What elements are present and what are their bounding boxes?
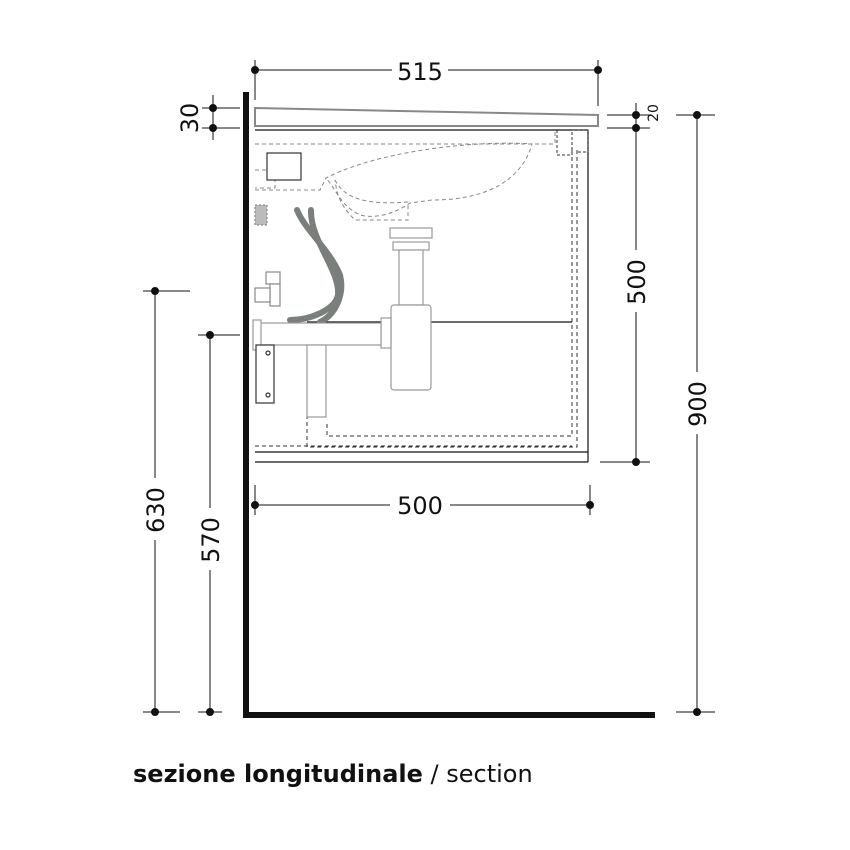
cabinet (255, 129, 589, 463)
floor (243, 712, 655, 718)
caption-english: section (446, 760, 533, 788)
wall-plug (254, 204, 268, 226)
dim-label-630: 630 (142, 487, 170, 533)
dim-label-30: 30 (176, 103, 204, 134)
dim-label-500-height: 500 (623, 259, 651, 305)
dim-label-900: 900 (684, 381, 712, 427)
caption: sezione longitudinale / section (133, 760, 533, 788)
supply-hoses (287, 207, 345, 325)
angle-valve (254, 271, 281, 307)
junction-box (266, 152, 302, 181)
drain-siphon (252, 227, 433, 418)
dim-label-20: 20 (646, 104, 662, 122)
dim-label-515: 515 (397, 58, 443, 86)
dim-label-500-depth: 500 (397, 492, 443, 520)
countertop (254, 106, 599, 127)
wall (243, 92, 249, 718)
dim-label-570: 570 (197, 517, 225, 563)
caption-italian: sezione longitudinale (133, 760, 423, 788)
caption-separator: / (422, 760, 447, 788)
